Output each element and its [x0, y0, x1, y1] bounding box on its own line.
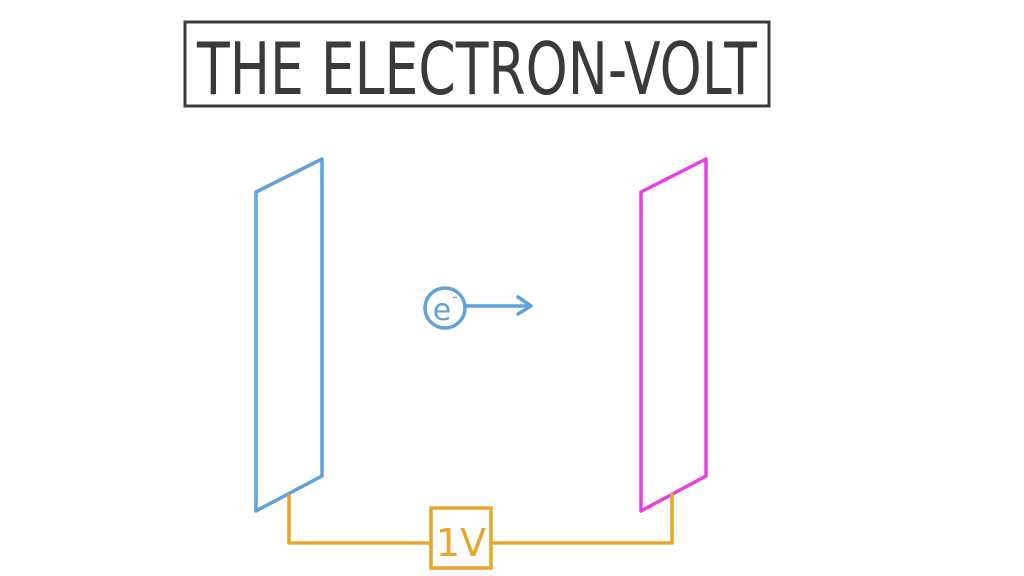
right-wire [489, 492, 674, 545]
electron-velocity-arrow-head [516, 295, 533, 316]
left-plate [254, 157, 324, 513]
voltage-label: 1V [436, 521, 486, 565]
electron-symbol: e [433, 293, 451, 328]
left-wire [287, 494, 433, 545]
title-group: THE ELECTRON-VOLT [183, 20, 771, 111]
electron-group: e - [423, 286, 533, 330]
title-box [183, 20, 771, 108]
page-title: THE ELECTRON-VOLT [196, 27, 757, 111]
voltage-source-box [429, 506, 493, 570]
right-plate [639, 157, 708, 513]
circuit-group: 1V [287, 492, 674, 570]
electron-circle [423, 286, 467, 330]
electron-charge: - [452, 287, 458, 306]
